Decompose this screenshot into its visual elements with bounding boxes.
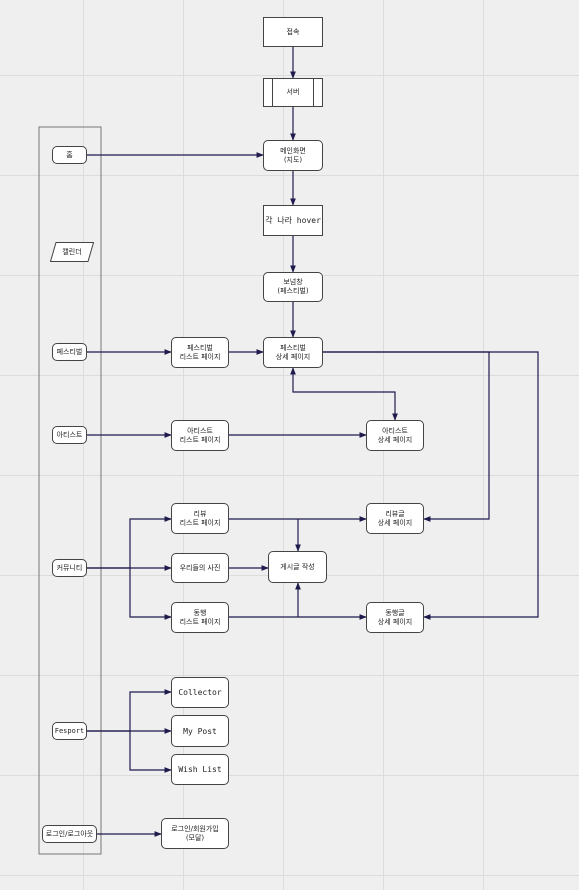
node-festival-detail: 페스티벌 상세 페이지 bbox=[263, 337, 323, 368]
node-companion-detail: 동행글 상세 페이지 bbox=[366, 602, 424, 633]
node-login: 로그인/로그아웃 bbox=[42, 825, 97, 843]
node-home: 홈 bbox=[52, 146, 87, 164]
edge-community-companion bbox=[129, 568, 172, 620]
node-artist-detail: 아티스트 상세 페이지 bbox=[366, 420, 424, 451]
node-region-hover: 각 나라 hover bbox=[263, 205, 323, 236]
node-festival: 페스티벌 bbox=[52, 343, 87, 361]
node-collector: Collector bbox=[171, 677, 229, 708]
node-review-detail: 리뷰글 상세 페이지 bbox=[366, 503, 424, 534]
node-artist-list: 아티스트 리스트 페이지 bbox=[171, 420, 229, 451]
node-access: 접속 bbox=[263, 17, 323, 47]
node-write-post: 게시글 작성 bbox=[268, 551, 327, 583]
node-fesport: Fesport bbox=[52, 722, 87, 740]
node-my-post: My Post bbox=[171, 715, 229, 747]
edge-fesport-branches bbox=[87, 689, 172, 732]
node-companion-list: 동행 리스트 페이지 bbox=[171, 602, 229, 633]
node-login-signup-modal: 로그인/회원가입 (모달) bbox=[161, 818, 229, 849]
node-community: 커뮤니티 bbox=[52, 559, 87, 577]
edge-artist-detail-festival-detail bbox=[290, 367, 398, 421]
node-our-photo: 우리들의 사진 bbox=[171, 553, 229, 583]
sidebar-frame bbox=[38, 126, 102, 855]
node-artist: 아티스트 bbox=[52, 426, 87, 444]
node-festival-list: 페스티벌 리스트 페이지 bbox=[171, 337, 229, 368]
edge-festival-detail-companion-detail bbox=[323, 351, 539, 620]
edge-community-branches bbox=[87, 516, 172, 569]
node-calendar: 캘린더 bbox=[50, 242, 94, 262]
node-wish-list: Wish List bbox=[171, 754, 229, 785]
edge-fesport-wishlist bbox=[129, 731, 172, 773]
node-main-page: 메인화면 (지도) bbox=[263, 140, 323, 171]
node-popup-festival: 보넘창 (페스티벌) bbox=[263, 272, 323, 302]
parallelogram-shape bbox=[50, 242, 94, 262]
node-review-list: 리뷰 리스트 페이지 bbox=[171, 503, 229, 534]
calendar-label: 캘린더 bbox=[62, 248, 82, 256]
node-server: 서버 bbox=[263, 78, 323, 107]
